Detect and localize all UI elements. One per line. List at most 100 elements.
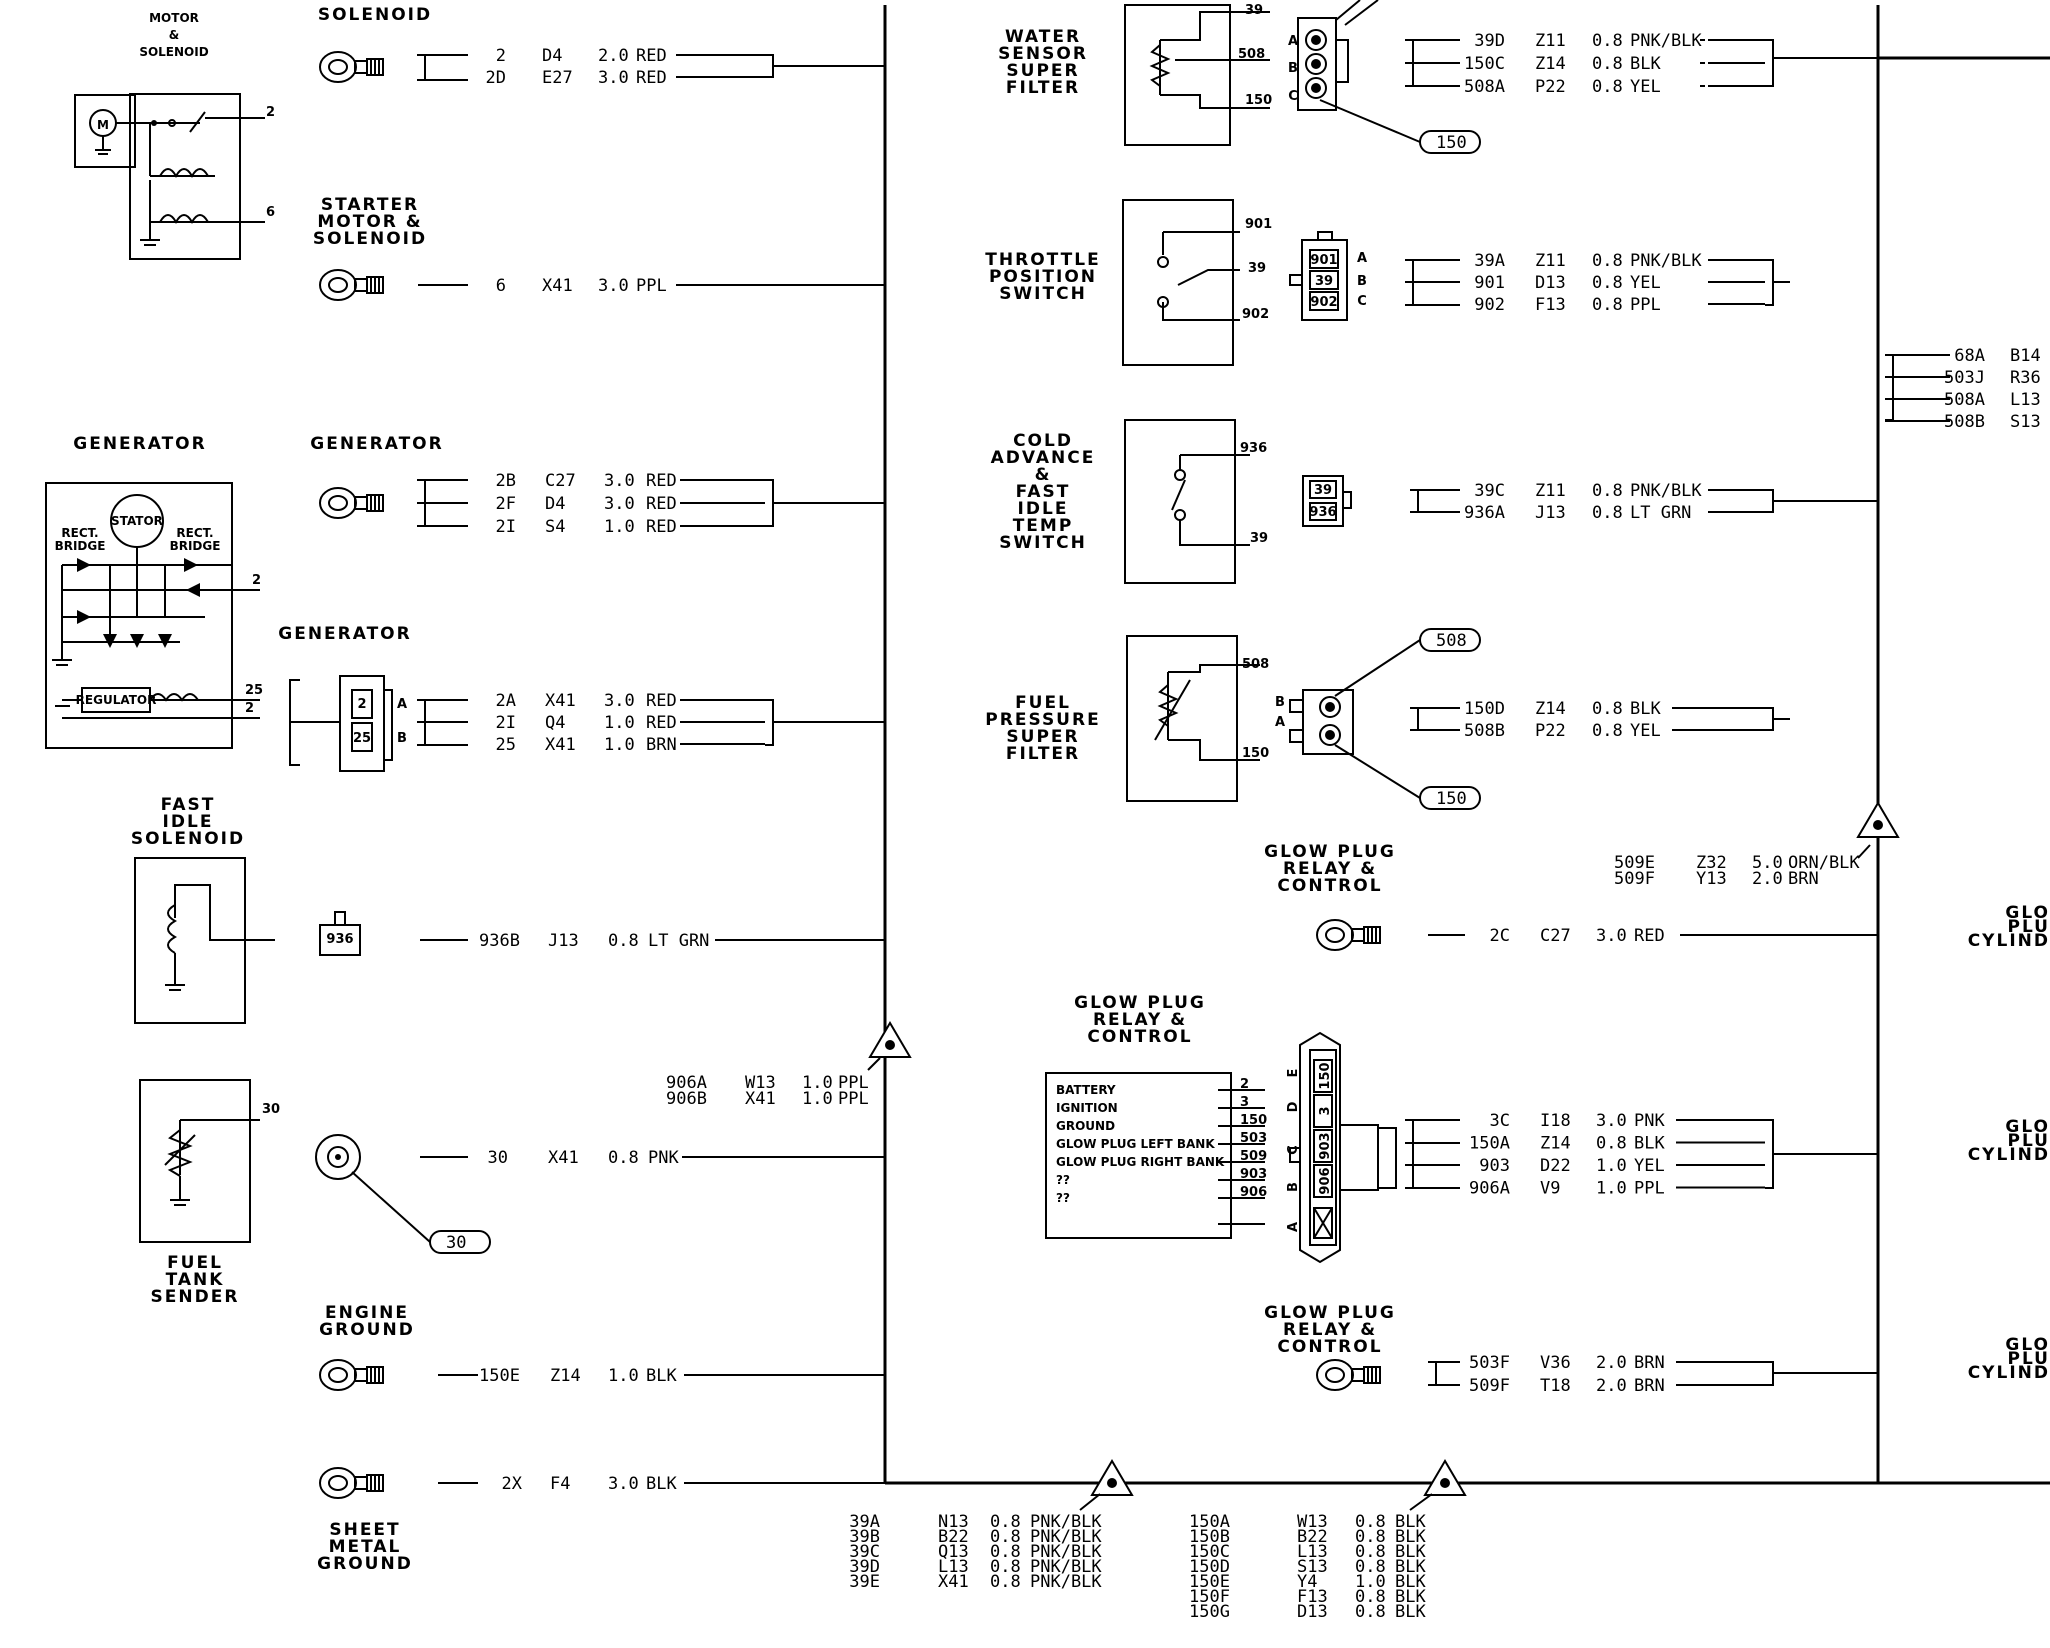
- component-title: MOTOR &: [317, 212, 422, 232]
- switch-frame: [1124, 419, 1236, 584]
- circuit-code: C27: [545, 471, 576, 491]
- component-title: GLOW PLUG: [1074, 993, 1206, 1013]
- pin-letter: C: [1286, 1145, 1301, 1155]
- circuit-code: F4: [550, 1474, 570, 1494]
- ring-outer: [319, 269, 357, 301]
- splice-dot: [1873, 820, 1883, 830]
- circuit-number: 936B: [479, 931, 520, 951]
- component-title: TANK: [166, 1270, 225, 1290]
- circuit-code: B14: [2010, 346, 2041, 366]
- wire-gauge: 0.8: [1355, 1542, 1386, 1562]
- wire-gauge: 1.0: [1355, 1572, 1386, 1592]
- component-title: STARTER: [321, 195, 419, 215]
- wire-gauge: 0.8: [990, 1542, 1021, 1562]
- wire-gauge: 1.0: [604, 517, 635, 537]
- circuit-number: 508A: [1464, 77, 1505, 97]
- component-title: &: [169, 28, 179, 42]
- component-title: SENSOR: [998, 44, 1088, 64]
- wire-color: PPL: [1630, 295, 1661, 315]
- ring-inner: [328, 59, 348, 75]
- sensor-frame: [1126, 635, 1238, 802]
- coil-icon: [149, 693, 199, 702]
- wire-gauge: 1.0: [1596, 1179, 1627, 1199]
- pin-label: 508: [1242, 657, 1269, 672]
- wire-line: [867, 1057, 881, 1071]
- wire-gauge: 0.8: [1355, 1512, 1386, 1532]
- sender-frame: [139, 1079, 251, 1243]
- pin-label: 936: [1240, 441, 1267, 456]
- component-title: &: [1035, 465, 1052, 485]
- callout-label: 150: [1436, 789, 1467, 809]
- circuit-number: 2X: [502, 1474, 523, 1494]
- wire-gauge: 2.0: [598, 46, 629, 66]
- wire-color: PPL: [636, 276, 667, 296]
- circuit-code: S13: [2010, 412, 2041, 432]
- pin-letter: B: [1286, 1182, 1301, 1192]
- glow-plug-cylinder-label: PLU: [2008, 1349, 2050, 1369]
- wire-color: PNK/BLK: [1030, 1512, 1102, 1532]
- wire-color: RED: [1634, 926, 1665, 946]
- component-title: TEMP: [1013, 516, 1074, 536]
- circuit-number: 150E: [1189, 1572, 1230, 1592]
- wire-gauge: 5.0: [1752, 853, 1783, 873]
- circuit-code: L13: [1297, 1542, 1328, 1562]
- circuit-code: D4: [542, 46, 562, 66]
- circuit-code: Q13: [938, 1542, 969, 1562]
- circuit-code: C27: [1540, 926, 1571, 946]
- circuit-number: 150F: [1189, 1587, 1230, 1607]
- rect-bridge-label: BRIDGE: [55, 539, 106, 553]
- circuit-code: I18: [1540, 1111, 1571, 1131]
- pin-label: 3: [1240, 1095, 1249, 1110]
- rect-bridge-label: BRIDGE: [170, 539, 221, 553]
- circuit-number: 2I: [496, 713, 516, 733]
- circuit-code: J13: [1535, 503, 1566, 523]
- wire-gauge: 1.0: [1596, 1156, 1627, 1176]
- circuit-number: 508B: [1464, 721, 1505, 741]
- ring-inner: [328, 1475, 348, 1491]
- ring-inner: [328, 1367, 348, 1383]
- circuit-number: 508A: [1944, 390, 1985, 410]
- circuit-number: 902: [1474, 295, 1505, 315]
- regulator-label: REGULATOR: [76, 693, 157, 707]
- connector-latch: [1377, 1127, 1397, 1189]
- stud-center: [335, 1154, 341, 1160]
- circuit-code: P22: [1535, 721, 1566, 741]
- motor-letter: M: [97, 118, 109, 132]
- component-title: SOLENOID: [139, 45, 208, 59]
- connector-latch: [1317, 231, 1333, 241]
- splice-icon: [1856, 801, 1900, 838]
- pin-label: 508: [1238, 47, 1265, 62]
- wire-gauge: 0.8: [1355, 1527, 1386, 1547]
- pin-label: 39: [1248, 261, 1266, 276]
- callout-pill: [429, 1230, 491, 1254]
- pin-label: 150: [1318, 1062, 1333, 1089]
- component-title: RELAY &: [1283, 1320, 1377, 1340]
- pin-letter: A: [1275, 715, 1285, 730]
- pin-letter: E: [1286, 1069, 1301, 1078]
- node: [151, 120, 157, 126]
- component-title: COLD: [1013, 431, 1073, 451]
- connector-pin: [1313, 1094, 1333, 1128]
- component-title: GENERATOR: [73, 434, 206, 454]
- wire-gauge: 1.0: [604, 713, 635, 733]
- solenoid-frame: [129, 93, 241, 260]
- wire-gauge: 0.8: [1592, 77, 1623, 97]
- circuit-number: 509E: [1614, 853, 1655, 873]
- ring-terminal-icon: [319, 487, 384, 519]
- wire-line: [1765, 39, 1774, 87]
- wire-color: PNK: [648, 1148, 679, 1168]
- wire-gauge: 3.0: [598, 276, 629, 296]
- component-title: IDLE: [1018, 499, 1069, 519]
- wire-gauge: 0.8: [1355, 1557, 1386, 1577]
- circuit-code: D4: [545, 494, 565, 514]
- wire-color: PNK/BLK: [1030, 1527, 1102, 1547]
- pin-label: 902: [1242, 307, 1269, 322]
- circuit-number: 503J: [1944, 368, 1985, 388]
- wire-gauge: 2.0: [1752, 869, 1783, 889]
- wire-color: PNK/BLK: [1630, 31, 1702, 51]
